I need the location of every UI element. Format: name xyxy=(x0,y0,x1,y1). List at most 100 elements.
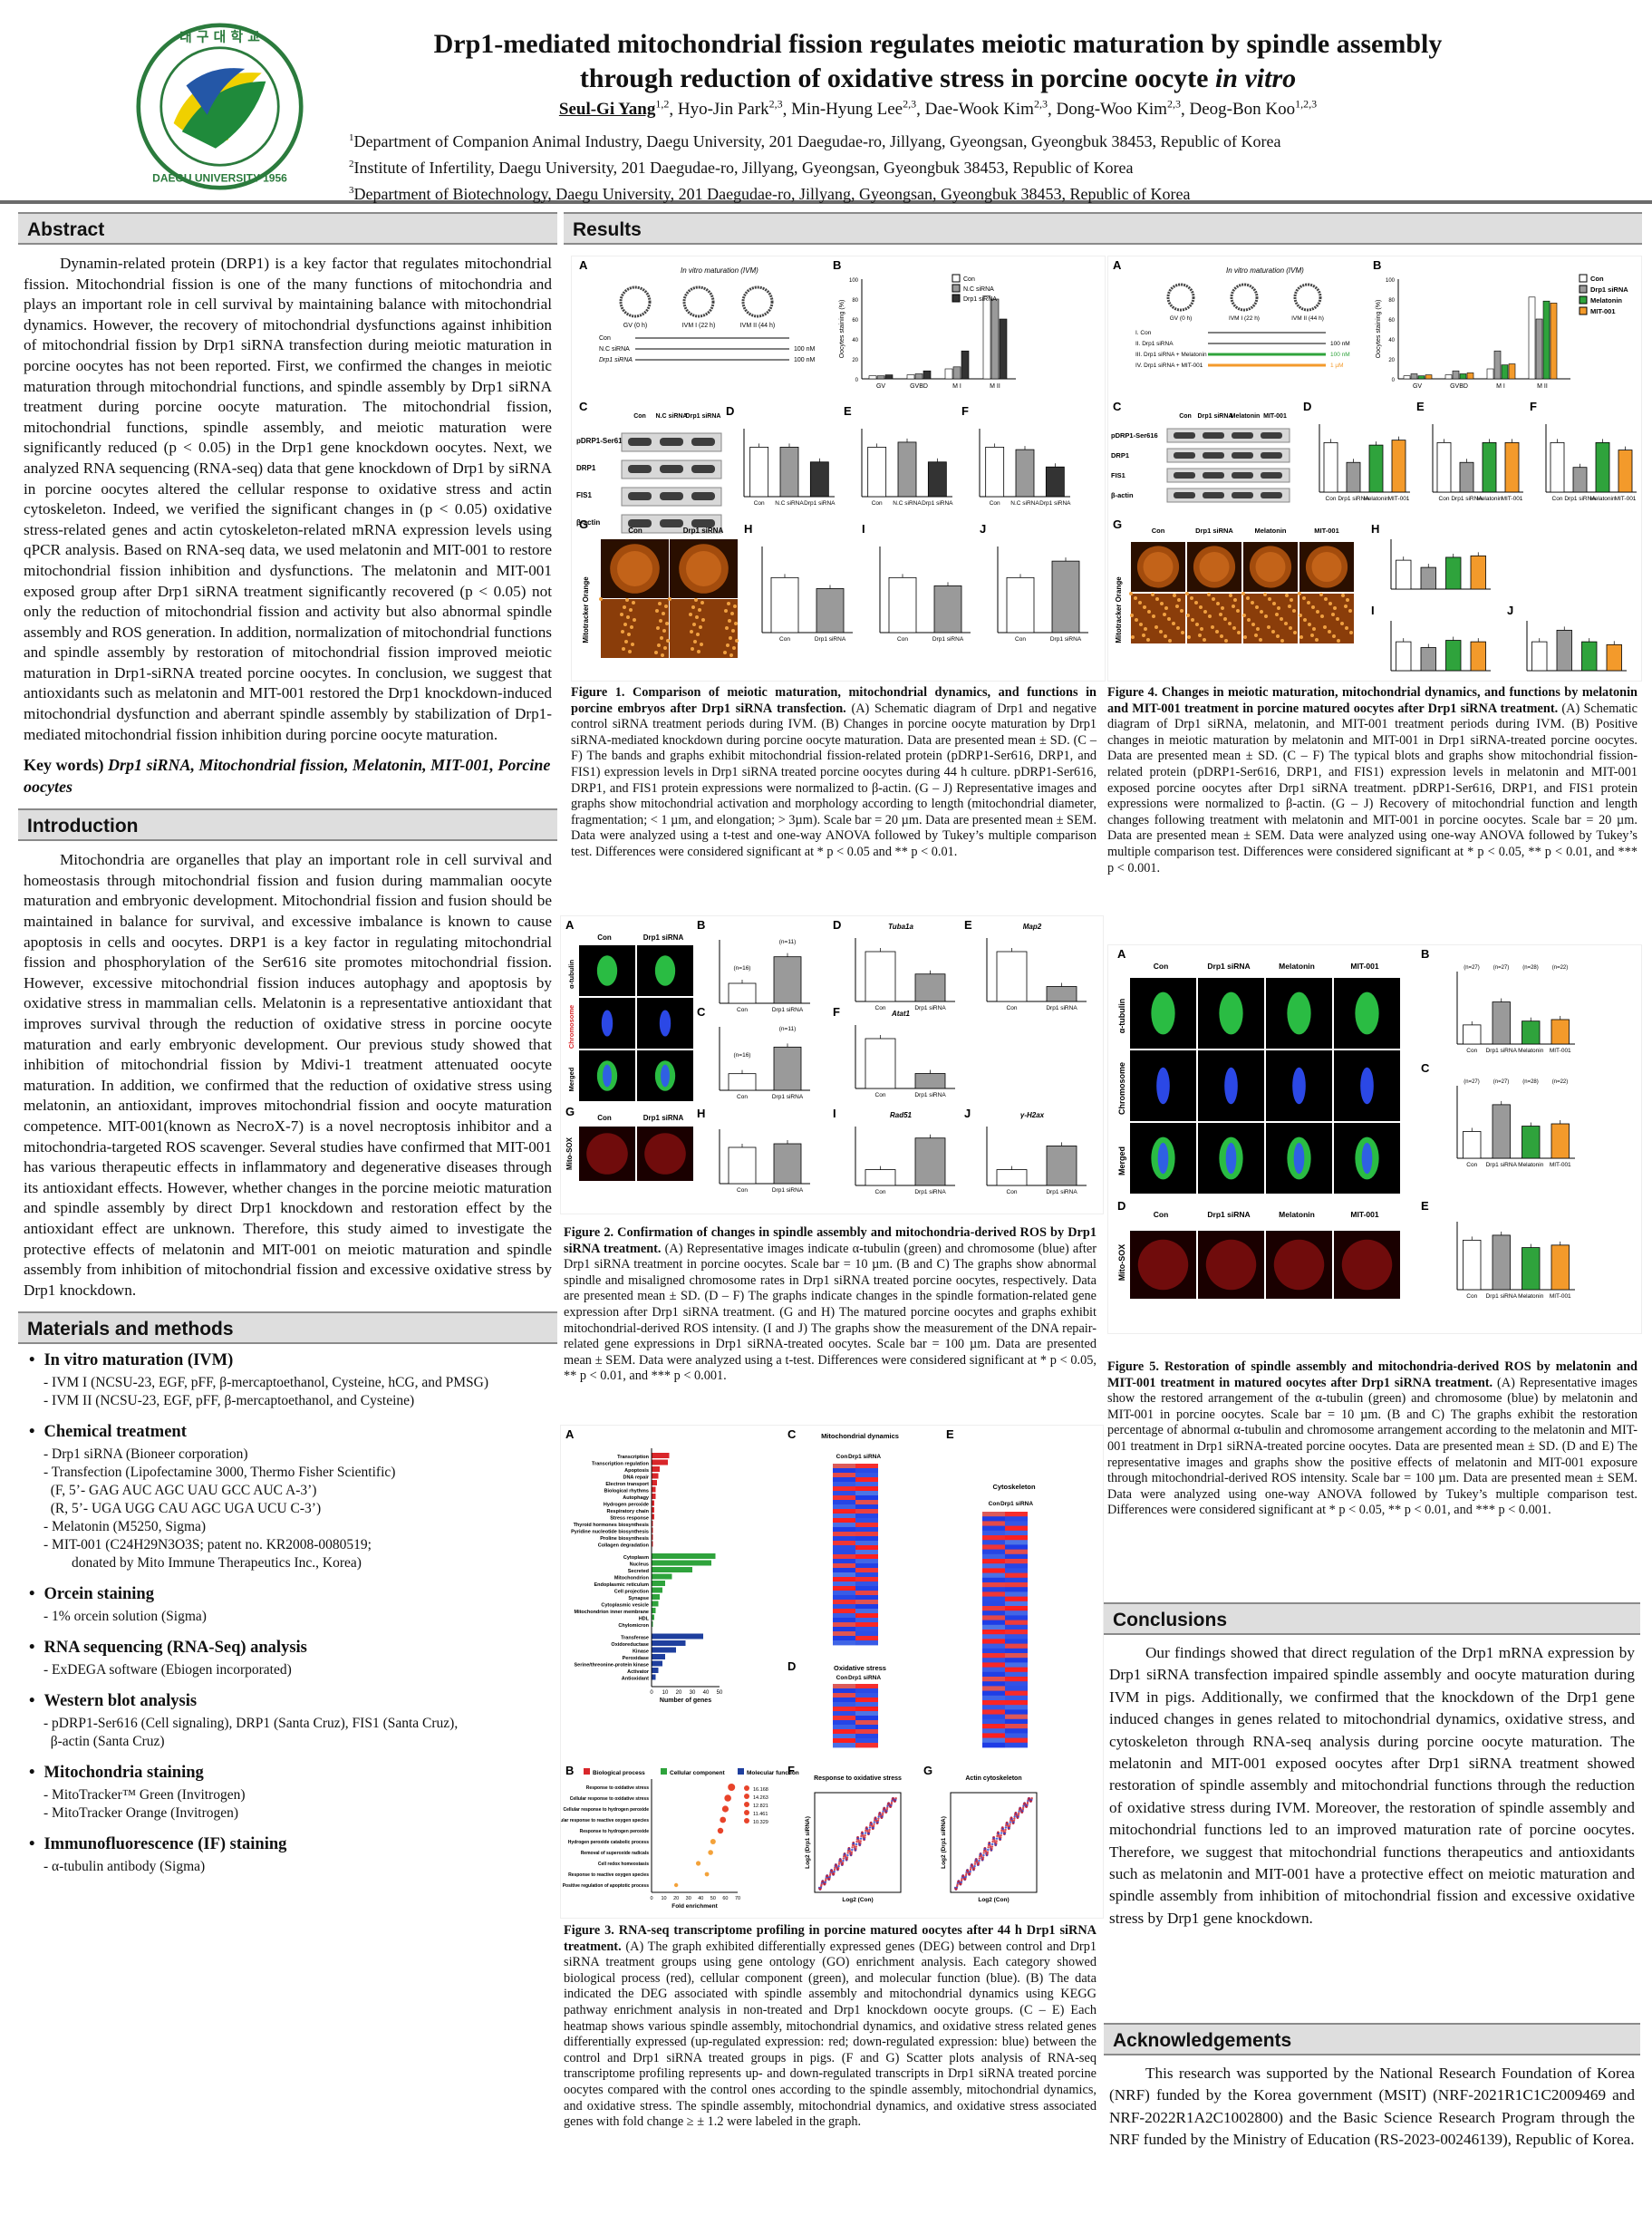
scatter-point xyxy=(973,1862,977,1865)
bar xyxy=(888,576,917,634)
scatter-point xyxy=(864,1834,866,1837)
panel-label-f: F xyxy=(1530,400,1537,413)
mito-dot xyxy=(661,653,664,657)
stage-label: IVM I (22 h) xyxy=(1229,315,1260,322)
legend-swatch xyxy=(1579,274,1588,283)
y-tick: 20 xyxy=(852,358,858,363)
heatmap-cell xyxy=(833,1500,855,1505)
bar xyxy=(1572,467,1588,493)
scatter-point xyxy=(864,1832,867,1834)
scatter-point xyxy=(990,1845,994,1848)
mito-dot xyxy=(1280,617,1283,621)
method-item-2: Orcein staining- 1% orcein solution (Sig… xyxy=(29,1585,548,1626)
panel-label-e: E xyxy=(946,1427,954,1441)
bar xyxy=(1522,1020,1541,1045)
blot-band xyxy=(660,438,683,446)
mito-dot xyxy=(1175,605,1179,608)
heatmap-cell xyxy=(833,1640,855,1646)
heatmap-cell xyxy=(982,1686,1005,1691)
group-label: I. Con xyxy=(1135,330,1152,336)
panel-label-e: E xyxy=(1416,400,1425,413)
legend-swatch xyxy=(661,1768,667,1775)
method-item-3: RNA sequencing (RNA-Seq) analysis- ExDEG… xyxy=(29,1639,548,1679)
y-tick: 0 xyxy=(1392,378,1396,383)
poster-title: Drp1-mediated mitochondrial fission regu… xyxy=(326,27,1550,96)
bar xyxy=(865,1038,896,1089)
blot-band xyxy=(1232,432,1253,439)
go-bar xyxy=(652,1480,657,1485)
tick-label: Con xyxy=(875,1005,886,1011)
heatmap-cell xyxy=(833,1622,855,1628)
mito-dot xyxy=(1256,627,1260,631)
x-axis-label: Log2 (Con) xyxy=(842,1897,873,1903)
bar xyxy=(1463,1024,1482,1045)
chromosome-signal xyxy=(659,1010,671,1037)
mito-dot xyxy=(1164,606,1168,610)
bar xyxy=(1391,440,1406,493)
scatter-point xyxy=(960,1881,963,1883)
tick-label: MIT-001 xyxy=(1550,1048,1571,1054)
affiliation-1: 1Department of Companion Animal Industry… xyxy=(349,127,1572,153)
n-label: (n=22) xyxy=(1552,965,1569,971)
mito-dot xyxy=(1340,622,1344,625)
heatmap-cell xyxy=(982,1733,1005,1738)
figure-2-caption-title: Figure 2. Confirmation of changes in spi… xyxy=(564,1225,1097,1256)
tick-label: MIT-001 xyxy=(1502,496,1523,502)
bar xyxy=(1045,466,1065,498)
panel-label-j: J xyxy=(1507,604,1513,617)
go-term-label: Thyroid hormones biosynthesis xyxy=(574,1523,649,1528)
legend-label: Biological process xyxy=(593,1770,645,1776)
panel-label-e: E xyxy=(844,404,852,418)
mito-dot xyxy=(1224,639,1228,643)
method-title: Chemical treatment xyxy=(29,1423,548,1442)
bar xyxy=(1466,372,1474,380)
heatmap-cell xyxy=(982,1695,1005,1701)
image-row-label: Merged xyxy=(1117,1146,1126,1175)
heatmap-cell xyxy=(855,1716,878,1721)
heatmap-cell xyxy=(982,1714,1005,1720)
panel-label-i: I xyxy=(862,522,865,536)
x-tick: GVBD xyxy=(910,383,928,390)
mito-dot xyxy=(1308,623,1311,626)
heatmap-cell xyxy=(1005,1563,1028,1569)
chromosome-signal xyxy=(1224,1067,1238,1105)
scatter-point xyxy=(842,1857,845,1860)
mito-dot xyxy=(1185,592,1189,595)
blot-membrane xyxy=(1166,428,1290,443)
heatmap-cell xyxy=(833,1523,855,1528)
bar xyxy=(1595,441,1610,493)
scatter-point xyxy=(864,1836,866,1839)
scatter-point xyxy=(992,1837,996,1840)
mito-dot xyxy=(1220,634,1223,638)
results-section: Results xyxy=(564,212,1642,245)
blot-row-label: FIS1 xyxy=(576,491,592,499)
method-title: Western blot analysis xyxy=(29,1692,548,1711)
scatter-point xyxy=(859,1837,863,1840)
mito-dot xyxy=(627,633,631,636)
image-row-label: Mito-SOX xyxy=(1117,1244,1126,1282)
keywords-label: Key words) xyxy=(24,756,104,775)
bar xyxy=(1550,303,1558,380)
blot-row-label: β-actin xyxy=(576,518,600,527)
go-term-label: Endoplasmic reticulum xyxy=(594,1582,649,1588)
tick-label: Drp1 siRNA xyxy=(914,1005,946,1011)
panel-label-a: A xyxy=(579,258,588,272)
legend-label: Con xyxy=(1590,275,1604,283)
mito-dot xyxy=(1299,614,1302,617)
mito-dot xyxy=(1135,618,1138,622)
scatter-point xyxy=(833,1870,836,1873)
blot-column-label: MIT-001 xyxy=(1263,413,1287,420)
heatmap-cell xyxy=(982,1677,1005,1682)
mito-dot xyxy=(630,625,633,629)
heatmap-cell xyxy=(1005,1544,1028,1550)
heatmap-cell xyxy=(833,1684,855,1689)
heatmap-title: Oxidative stress xyxy=(834,1664,886,1672)
heatmap-cell xyxy=(855,1627,878,1632)
heatmap-cell xyxy=(833,1613,855,1619)
figure-5-caption-title: Figure 5. Restoration of spindle assembl… xyxy=(1107,1359,1638,1390)
mito-dot xyxy=(1208,614,1212,618)
figure-1-caption: Figure 1. Comparison of meiotic maturati… xyxy=(571,685,1097,861)
